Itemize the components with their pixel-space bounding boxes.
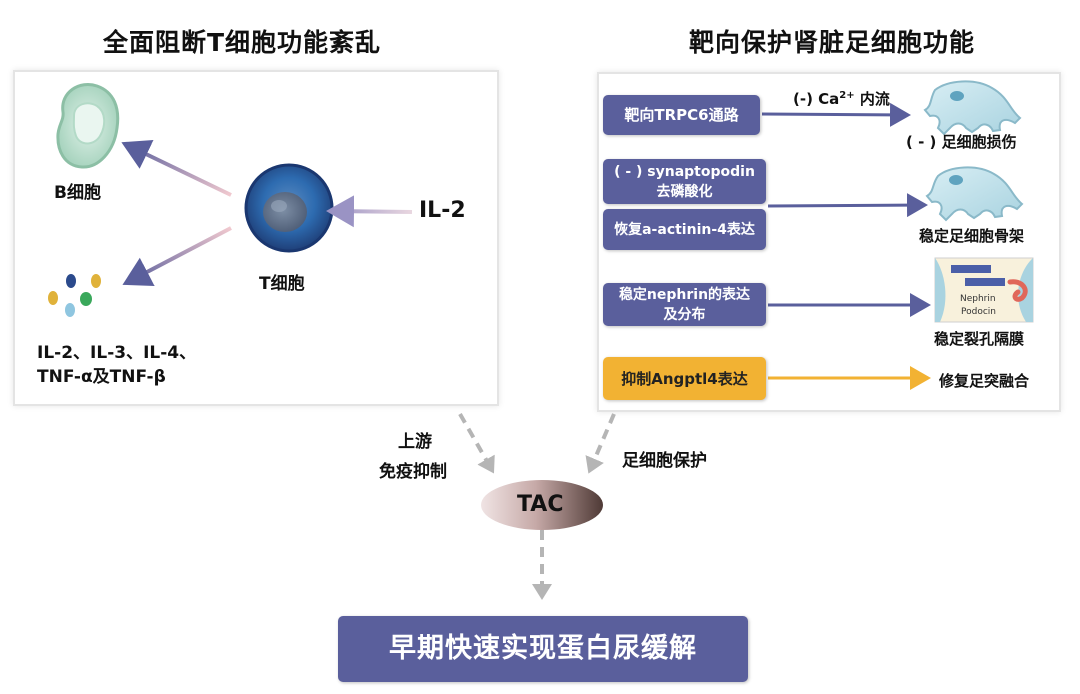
nephrin-box: 稳定nephrin的表达 及分布 xyxy=(603,283,766,326)
result-banner: 早期快速实现蛋白尿缓解 xyxy=(338,616,748,682)
podocin-figure-label: Podocin xyxy=(961,307,996,317)
t-to-cytokines-arrow xyxy=(122,226,232,287)
t-cell-label: T细胞 xyxy=(259,274,305,294)
b-cell-icon xyxy=(56,83,120,169)
actinin-box: 恢复a-actinin-4表达 xyxy=(603,209,766,250)
upstream-dashed-arrow xyxy=(458,413,495,474)
stabilize-skeleton-label: 稳定足细胞骨架 xyxy=(919,227,1025,245)
b-cell-label: B细胞 xyxy=(54,183,101,203)
result-banner-text: 早期快速实现蛋白尿缓解 xyxy=(389,633,697,664)
cytokine-dots-icon xyxy=(48,274,101,317)
il2-label: IL-2 xyxy=(419,198,466,223)
actinin-box-text: 恢复a-actinin-4表达 xyxy=(614,221,755,238)
nephrin-line2: 及分布 xyxy=(663,306,706,323)
tac-node xyxy=(481,480,603,530)
podocyte-skeleton-icon xyxy=(925,166,1024,222)
right-panel-title: 靶向保护肾脏足细胞功能 xyxy=(689,28,976,57)
upstream-label-line2: 免疫抑制 xyxy=(379,462,447,482)
podocyte-icon xyxy=(923,80,1022,136)
podocyte-injury-label: ( - ) 足细胞损伤 xyxy=(906,133,1017,151)
podocyte-protect-label: 足细胞保护 xyxy=(622,451,707,471)
stabilize-slit-label: 稳定裂孔隔膜 xyxy=(934,330,1025,348)
repair-foot-process-label: 修复足突融合 xyxy=(939,372,1030,390)
left-panel-title: 全面阻断T细胞功能紊乱 xyxy=(103,28,382,57)
synaptopodin-box: ( - ) synaptopodin 去磷酸化 xyxy=(603,159,766,204)
nephrin-line1: 稳定nephrin的表达 xyxy=(618,286,751,303)
nephrin-figure-label: Nephrin xyxy=(960,294,996,304)
calcium-influx-label: (-) Ca2+ 内流 xyxy=(793,90,890,108)
podocyte-dashed-arrow xyxy=(585,413,616,474)
t-to-b-cell-arrow xyxy=(121,139,232,197)
t-cell-icon xyxy=(244,163,334,253)
slit-diaphragm-figure xyxy=(934,257,1034,323)
trpc6-box-text: 靶向TRPC6通路 xyxy=(624,106,739,124)
cytokines-line2: TNF-α及TNF-β xyxy=(37,367,166,387)
cytokines-line1: IL-2、IL-3、IL-4、 xyxy=(37,343,197,363)
trpc6-box: 靶向TRPC6通路 xyxy=(603,95,760,135)
angptl4-box: 抑制Angptl4表达 xyxy=(603,357,766,400)
tac-label: TAC xyxy=(517,492,564,517)
synaptopodin-line2: 去磷酸化 xyxy=(656,183,713,200)
il2-to-t-cell-arrow xyxy=(326,195,413,228)
trpc6-arrow xyxy=(761,102,911,127)
synaptopodin-line1: ( - ) synaptopodin xyxy=(614,163,755,180)
right-panel xyxy=(597,72,1061,412)
upstream-label-line1: 上游 xyxy=(398,432,432,452)
angptl4-box-text: 抑制Angptl4表达 xyxy=(621,369,748,388)
actinin-arrow xyxy=(767,193,928,218)
